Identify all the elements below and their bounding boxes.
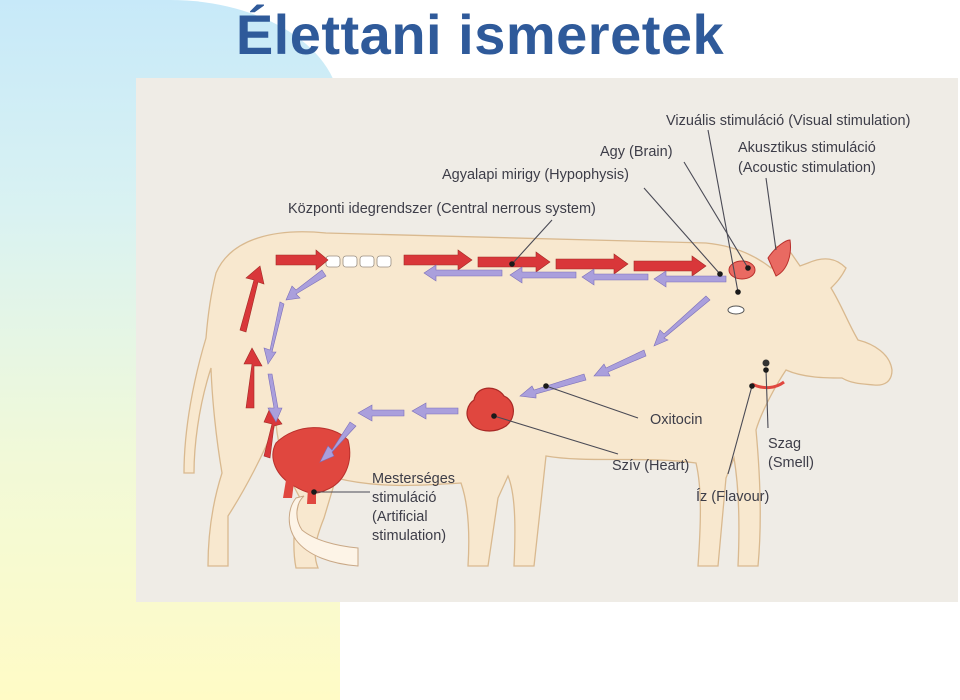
label-artificial-2: stimuláció (372, 490, 436, 506)
hormone-pathway-arrows (263, 264, 727, 463)
cow-nostril (762, 359, 770, 367)
label-heart: Szív (Heart) (612, 458, 689, 474)
label-artificial-1: Mesterséges (372, 471, 455, 487)
label-oxitocin: Oxitocin (650, 412, 702, 428)
label-brain: Agy (Brain) (600, 144, 673, 160)
teat-left (283, 480, 294, 498)
cow-eye (727, 305, 745, 315)
cow-mouth (751, 380, 785, 390)
page-title: Élettani ismeretek (235, 3, 725, 66)
pointer-dots (311, 261, 769, 495)
label-acoustic-1: Akusztikus stimuláció (738, 140, 876, 156)
label-central-nervous-system: Központi idegrendszer (Central nerrous s… (288, 201, 596, 217)
label-smell-2: (Smell) (768, 455, 814, 471)
label-visual-stimulation: Vizuális stimuláció (Visual stimulation) (666, 113, 910, 129)
label-artificial-3: (Artificial (372, 509, 428, 525)
udder (272, 427, 351, 494)
spinal-cord (325, 255, 392, 268)
pointer-lines (314, 129, 777, 493)
nerve-pathway-arrows (239, 249, 707, 459)
cow-body (183, 231, 893, 569)
label-flavour: Íz (Flavour) (696, 488, 769, 505)
label-acoustic-2: (Acoustic stimulation) (738, 160, 876, 176)
heart-organ (466, 387, 514, 432)
milking-hand (288, 495, 359, 567)
cow-physiology-diagram: Vizuális stimuláció (Visual stimulation)… (136, 78, 958, 602)
label-hypophysis: Agyalapi mirigy (Hypophysis) (442, 167, 629, 183)
label-smell-1: Szag (768, 436, 801, 452)
diagram-canvas: Vizuális stimuláció (Visual stimulation)… (183, 113, 910, 569)
label-artificial-4: stimulation) (372, 528, 446, 544)
